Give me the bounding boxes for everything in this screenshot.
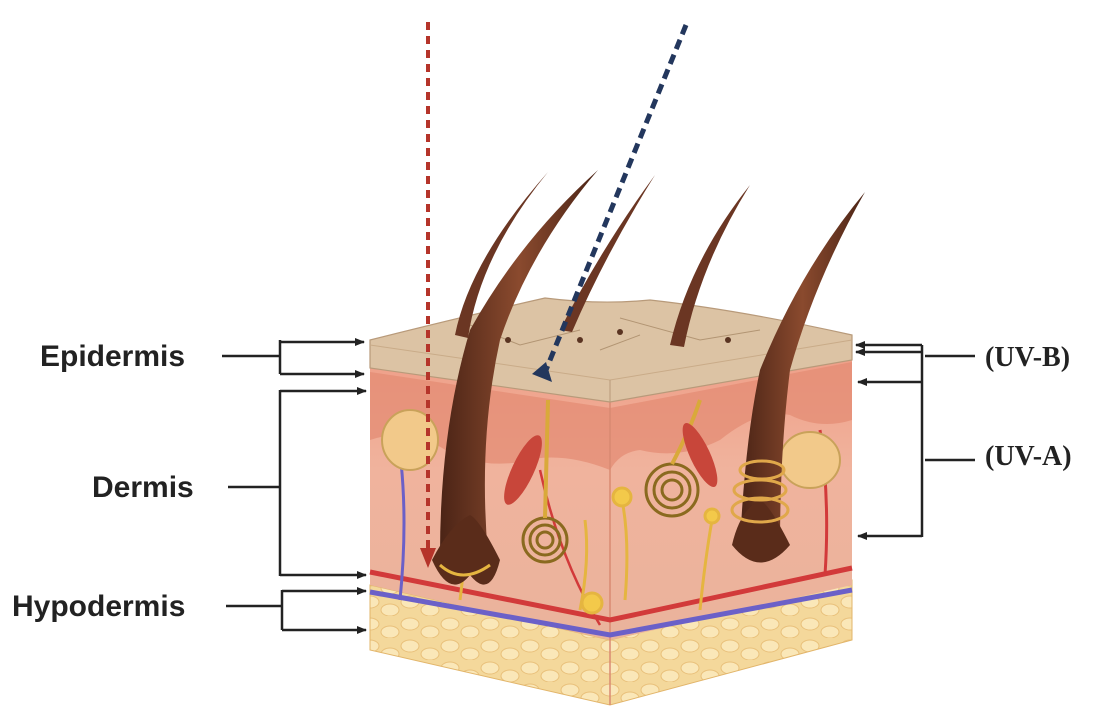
uvb-callout: (UV-B) [856,342,1070,384]
uva-callout: (UV-A) [858,384,1072,537]
uva-label: (UV-A) [985,441,1072,472]
epidermis-callout: Epidermis [40,340,364,374]
dermis-callout: Dermis [92,390,366,576]
hypodermis-label: Hypodermis [12,590,185,623]
dermis-label: Dermis [92,471,194,504]
epidermis-label: Epidermis [40,340,185,373]
hypodermis-callout: Hypodermis [12,590,366,630]
uvb-label: (UV-B) [985,342,1070,373]
